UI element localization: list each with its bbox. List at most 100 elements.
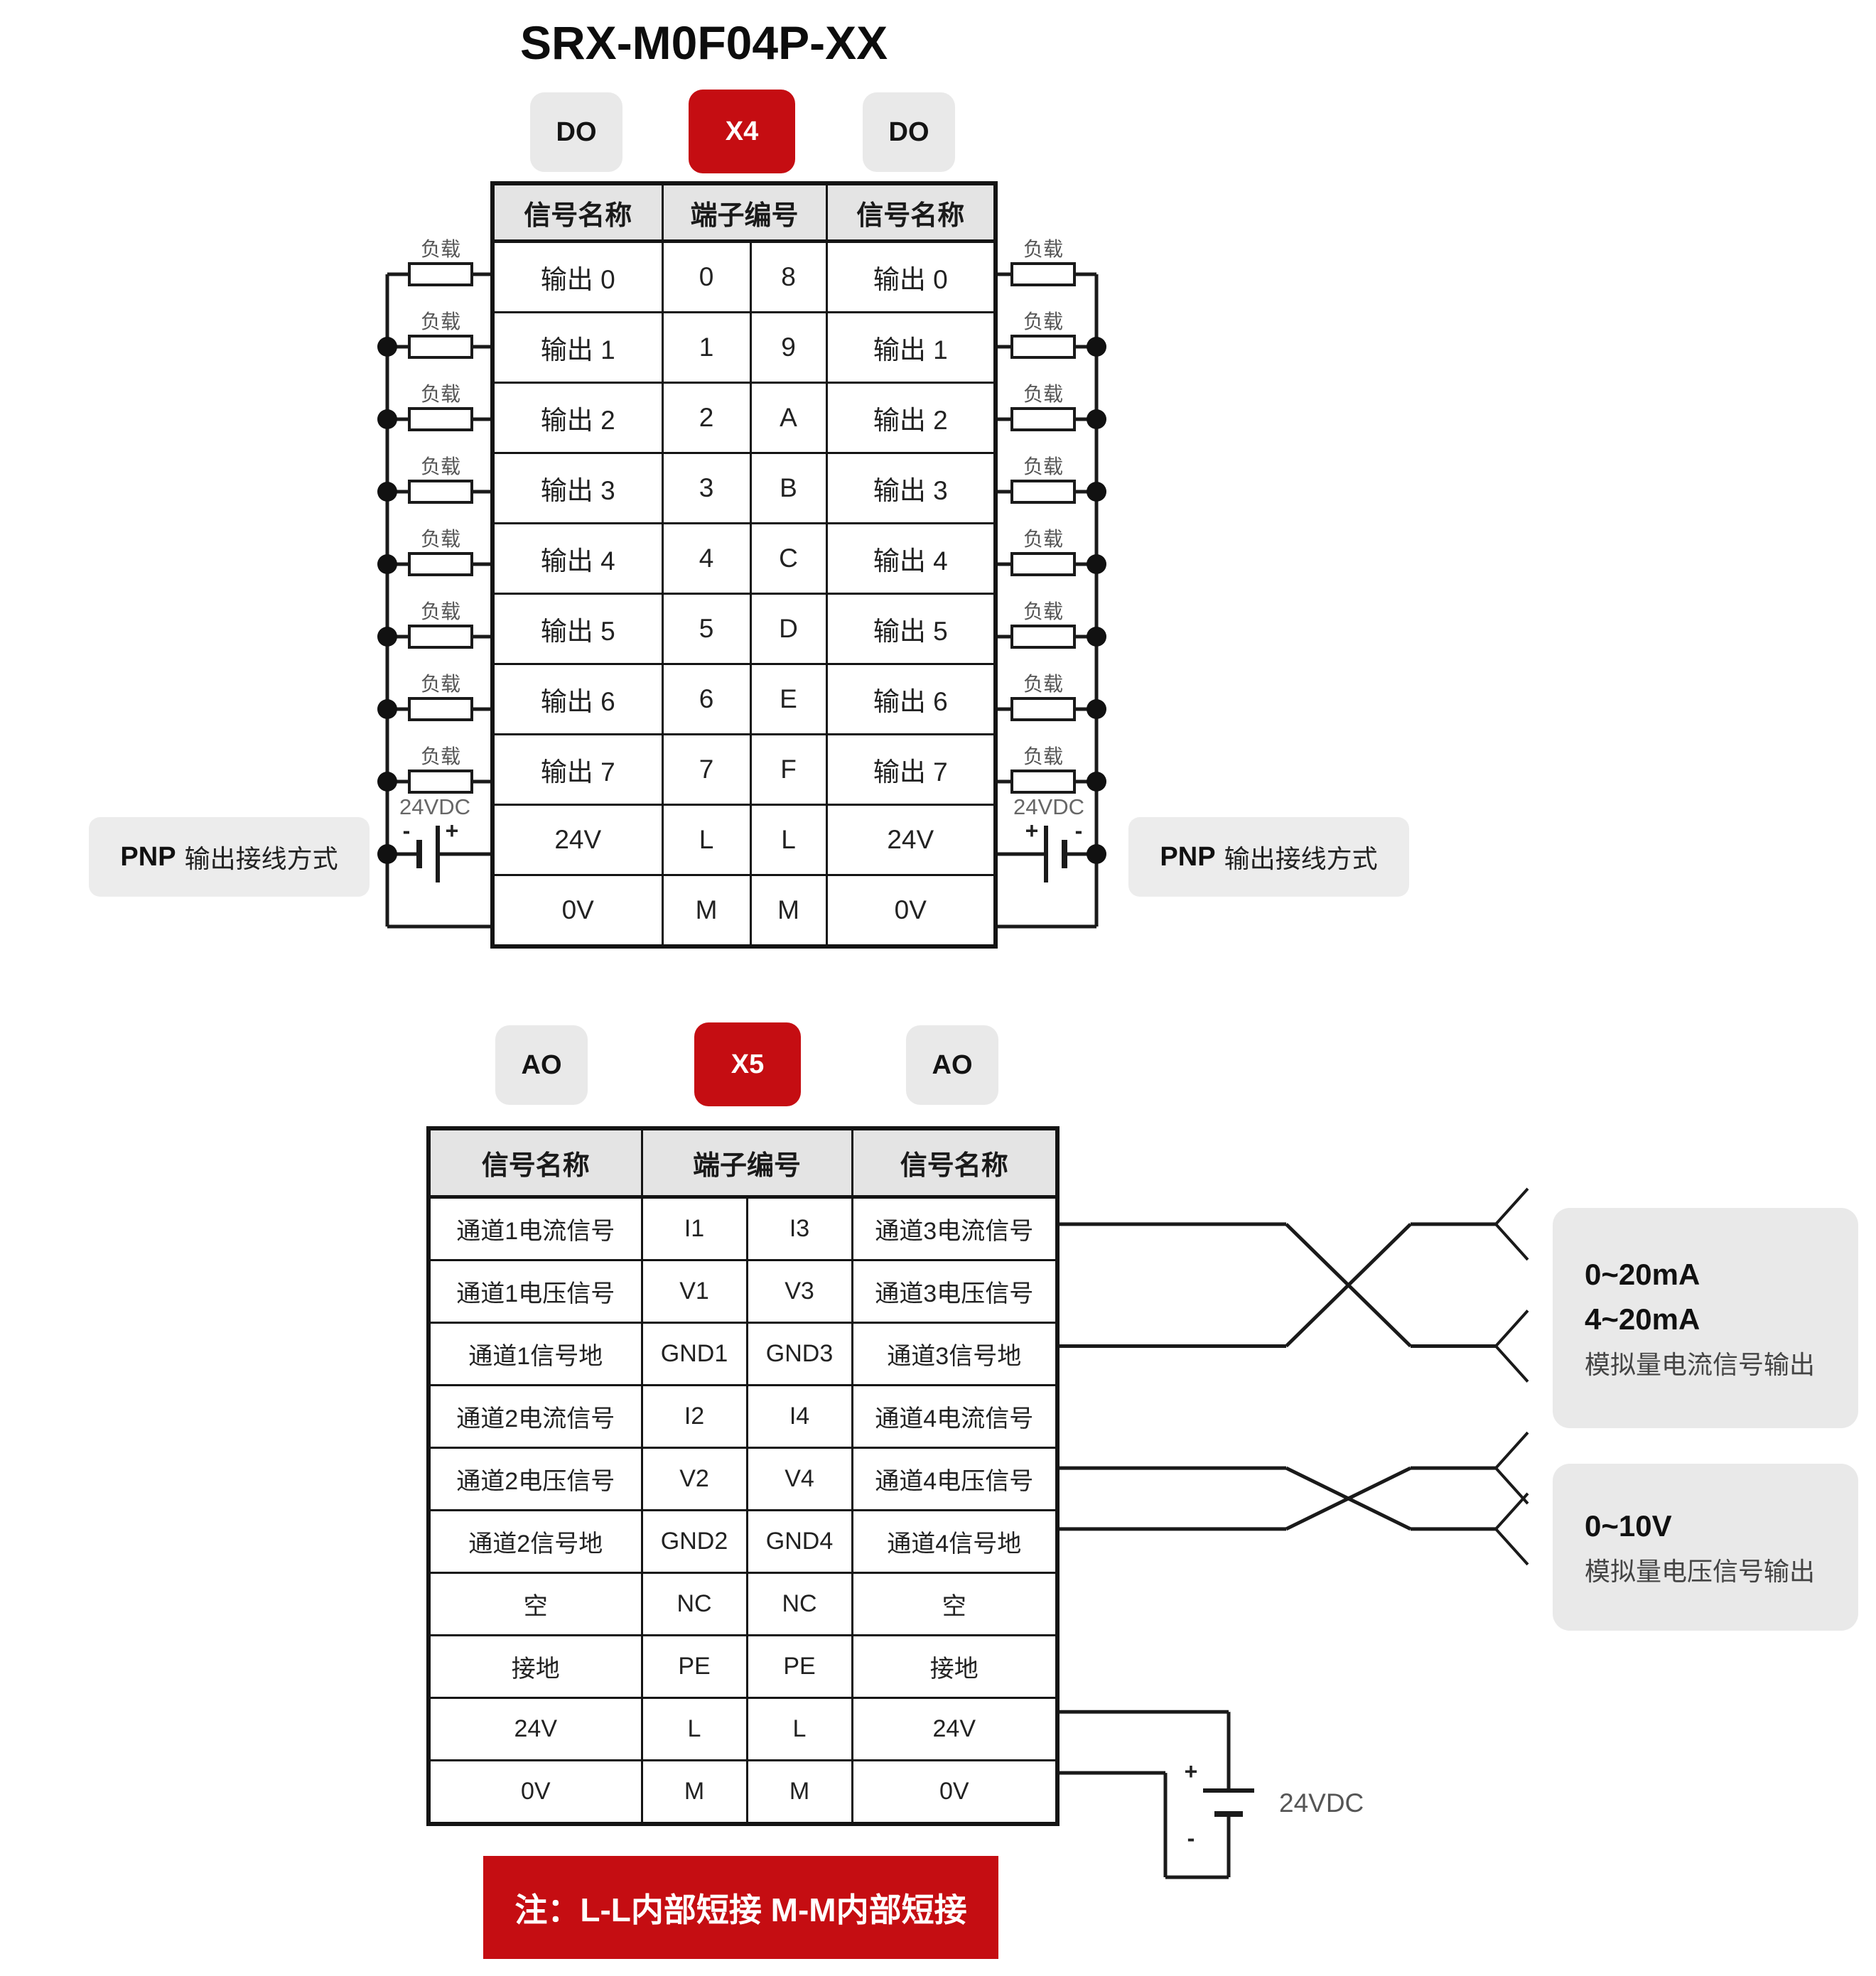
load-resistor [408, 480, 473, 504]
terminal-number: M [640, 1759, 748, 1825]
header-signal-name-left: 信号名称 [427, 1127, 643, 1199]
minus-sign: - [1187, 1825, 1195, 1851]
terminal-number: M [749, 874, 828, 948]
signal-name-right: 通道3信号地 [851, 1322, 1059, 1386]
terminal-number: 0 [661, 240, 752, 313]
badge-x5: X5 [694, 1022, 801, 1106]
pnp-wiring-label-right: PNP 输出接线方式 [1128, 817, 1409, 897]
terminal-number: I2 [640, 1384, 748, 1449]
minus-sign: - [1075, 818, 1083, 843]
load-resistor [1010, 262, 1076, 286]
signal-name-left: 接地 [427, 1634, 643, 1699]
terminal-number: 3 [661, 452, 752, 524]
signal-name-right: 输出 0 [825, 240, 997, 313]
terminal-number: GND2 [640, 1509, 748, 1574]
junction-dot [377, 699, 397, 719]
terminal-number: F [749, 733, 828, 806]
twisted-pair-current-output-cross [1285, 1223, 1412, 1348]
terminal-number: L [661, 804, 752, 876]
signal-name-right: 输出 3 [825, 452, 997, 524]
junction-dot [377, 337, 397, 357]
terminal-number: 2 [661, 382, 752, 454]
terminal-number: V2 [640, 1447, 748, 1511]
voltage-output-annotation: 0~10V 模拟量电压信号输出 [1553, 1464, 1858, 1631]
signal-name-left: 0V [491, 874, 664, 948]
signal-name-left: 24V [427, 1697, 643, 1761]
terminal-number: E [749, 663, 828, 735]
terminal-number: V4 [745, 1447, 853, 1511]
load-resistor [408, 697, 473, 721]
junction-dot [1087, 699, 1106, 719]
plus-sign: + [446, 818, 459, 843]
table-header-row: 信号名称 端子编号 信号名称 [427, 1127, 1059, 1199]
pnp-bold-text: PNP [120, 841, 176, 872]
junction-dot [1087, 627, 1106, 647]
terminal-number: PE [745, 1634, 853, 1699]
load-resistor [1010, 335, 1076, 359]
badge-do-left: DO [530, 92, 622, 172]
terminal-number: V1 [640, 1259, 748, 1324]
signal-name-left: 通道1电流信号 [427, 1196, 643, 1261]
load-resistor [1010, 480, 1076, 504]
junction-dot [377, 482, 397, 502]
junction-dot [1087, 482, 1106, 502]
load-label: 负载 [1023, 455, 1063, 477]
load-label: 负载 [1023, 528, 1063, 550]
terminal-number: A [749, 382, 828, 454]
load-resistor [408, 552, 473, 576]
continuation-fork-icon [1494, 1345, 1529, 1383]
load-resistor [408, 625, 473, 649]
signal-name-left: 输出 4 [491, 522, 664, 595]
continuation-fork-icon [1494, 1310, 1529, 1347]
signal-name-left: 通道2电流信号 [427, 1384, 643, 1449]
load-label: 负载 [1023, 311, 1063, 333]
psu-24vdc-label: 24VDC [1279, 1788, 1364, 1818]
terminal-number: B [749, 452, 828, 524]
header-signal-name-left: 信号名称 [491, 182, 664, 243]
terminal-number: GND3 [745, 1322, 853, 1386]
terminal-number: 8 [749, 240, 828, 313]
signal-name-left: 输出 2 [491, 382, 664, 454]
junction-dot [1087, 409, 1106, 429]
header-terminal-number: 端子编号 [640, 1127, 853, 1199]
signal-name-right: 空 [851, 1572, 1059, 1636]
pnp-bold-text: PNP [1160, 841, 1216, 872]
load-label: 负载 [421, 600, 460, 622]
signal-name-right: 输出 5 [825, 593, 997, 665]
header-signal-name-right: 信号名称 [851, 1127, 1059, 1199]
terminal-number: GND4 [745, 1509, 853, 1574]
load-label: 负载 [421, 528, 460, 550]
terminal-number: C [749, 522, 828, 595]
terminal-number: 4 [661, 522, 752, 595]
continuation-fork-icon [1494, 1492, 1529, 1530]
voltage-output-desc: 模拟量电压信号输出 [1585, 1557, 1816, 1586]
signal-name-right: 输出 1 [825, 311, 997, 384]
load-label: 负载 [1023, 383, 1063, 405]
signal-name-left: 输出 7 [491, 733, 664, 806]
signal-name-right: 24V [851, 1697, 1059, 1761]
signal-name-right: 输出 4 [825, 522, 997, 595]
load-label: 负载 [1023, 745, 1063, 767]
signal-name-left: 通道1信号地 [427, 1322, 643, 1386]
terminal-number: NC [745, 1572, 853, 1636]
psu-24vdc-label: 24VDC [399, 794, 470, 819]
load-resistor [408, 262, 473, 286]
current-output-desc: 模拟量电流信号输出 [1585, 1350, 1816, 1379]
twisted-pair-voltage-output-cross [1285, 1466, 1412, 1531]
terminal-number: L [745, 1697, 853, 1761]
junction-dot [1087, 337, 1106, 357]
terminal-number: M [745, 1759, 853, 1825]
internal-short-note: 注：L-L内部短接 M-M内部短接 [483, 1856, 998, 1959]
signal-name-right: 接地 [851, 1634, 1059, 1699]
terminal-number: GND1 [640, 1322, 748, 1386]
